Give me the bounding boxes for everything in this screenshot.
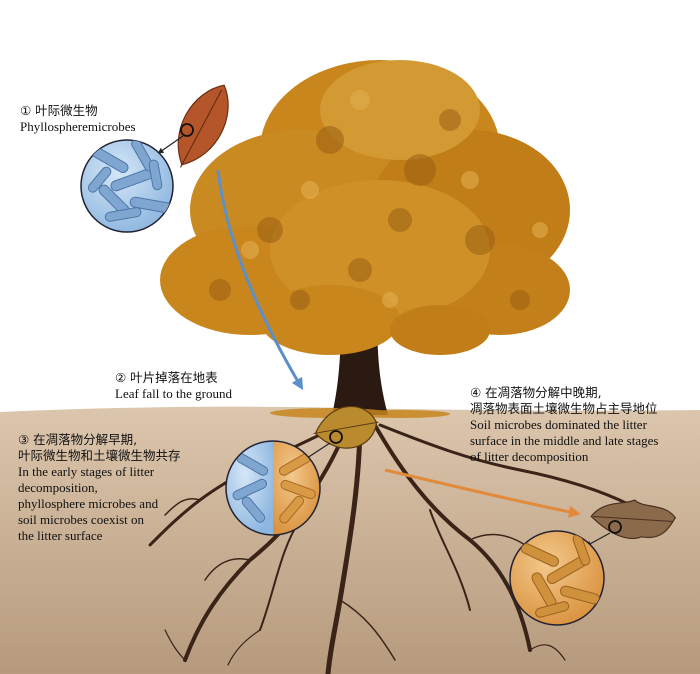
stage-2-title: ② 叶片掉落在地表 [115,370,218,385]
soil-microbes-zoom [509,530,605,626]
stage-3-label: ③ 在凋落物分解早期, 叶际微生物和土壤微生物共存 In the early s… [18,432,181,544]
mixed-microbes-zoom [225,440,321,536]
stage-3-title-line2: 叶际微生物和土壤微生物共存 [18,448,181,463]
stage-3-text-line: the litter surface [18,528,103,543]
stage-4-title: ④ 在凋落物分解中晚期, [470,385,602,400]
stage-3-text-line: soil microbes coexist on [18,512,145,527]
falling-leaf [177,84,229,168]
decomposition-arrow [384,468,581,518]
stage-4-text-line: Soil microbes dominated the litter [470,417,647,432]
zoom-connector-3 [585,532,611,547]
stage-4-title-line2: 凋落物表面土壤微生物占主导地位 [470,401,658,416]
stage-3-text-line: In the early stages of litter [18,464,155,479]
stage-3-text-line: phyllosphere microbes and [18,496,159,511]
tree-roots [148,417,632,674]
leaf-sample-marker-3 [608,520,622,534]
leaf-sample-marker-2 [329,430,343,444]
stage-2-text-line: Leaf fall to the ground [115,386,232,401]
leaf-sample-marker-1 [180,123,194,137]
stage-2-label: ② 叶片掉落在地表 Leaf fall to the ground [115,370,232,402]
decomposed-leaf [590,499,677,540]
stage-4-text-line: of litter decomposition [470,449,589,464]
stage-4-text-line: surface in the middle and late stages [470,433,659,448]
stage-3-title: ③ 在凋落物分解早期, [18,432,138,447]
tree-canopy [160,60,570,355]
leaf-fall-arrow [216,169,304,391]
stage-4-label: ④ 在凋落物分解中晚期, 凋落物表面土壤微生物占主导地位 Soil microb… [470,385,658,465]
zoom-connector-1 [157,135,184,154]
stage-3-text-line: decomposition, [18,480,98,495]
stage-1-label: ① 叶际微生物 Phyllospheremicrobes [20,103,136,135]
phyllosphere-microbes-zoom [80,139,174,233]
stage-1-text-line: Phyllospheremicrobes [20,119,136,134]
stage-1-title: ① 叶际微生物 [20,103,98,118]
